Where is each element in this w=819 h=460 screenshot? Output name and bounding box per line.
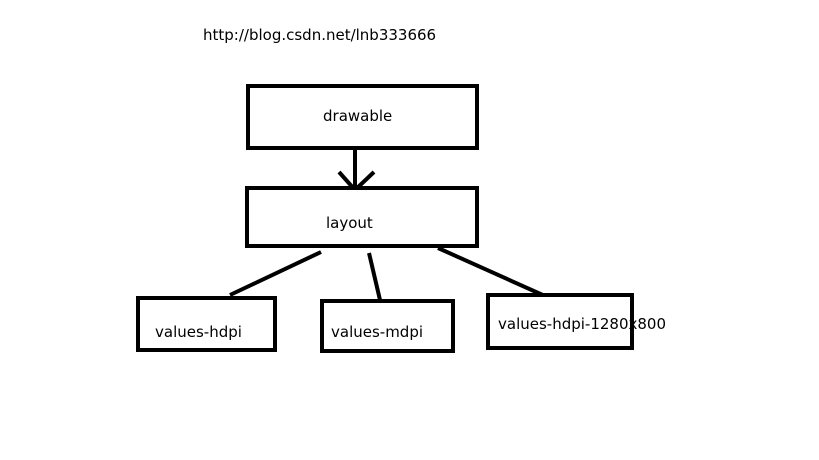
- node-drawable-label: drawable: [323, 107, 393, 125]
- node-layout: layout: [245, 186, 479, 248]
- node-drawable: drawable: [246, 84, 479, 150]
- node-layout-label: layout: [326, 214, 373, 232]
- connector-layout-to-values-hdpi-1280x800: [437, 246, 546, 298]
- node-values-hdpi-label: values-hdpi: [155, 323, 242, 341]
- node-values-mdpi: values-mdpi: [320, 299, 455, 353]
- node-values-mdpi-label: values-mdpi: [331, 323, 424, 341]
- node-values-hdpi: values-hdpi: [136, 296, 277, 352]
- connector-layout-to-values-hdpi: [229, 250, 322, 297]
- node-values-hdpi-1280x800: values-hdpi-1280x800: [486, 293, 666, 350]
- node-values-hdpi-1280x800-label: values-hdpi-1280x800: [498, 315, 667, 333]
- connector-layout-to-values-mdpi: [367, 252, 382, 301]
- source-url-text: http://blog.csdn.net/lnb333666: [203, 26, 437, 44]
